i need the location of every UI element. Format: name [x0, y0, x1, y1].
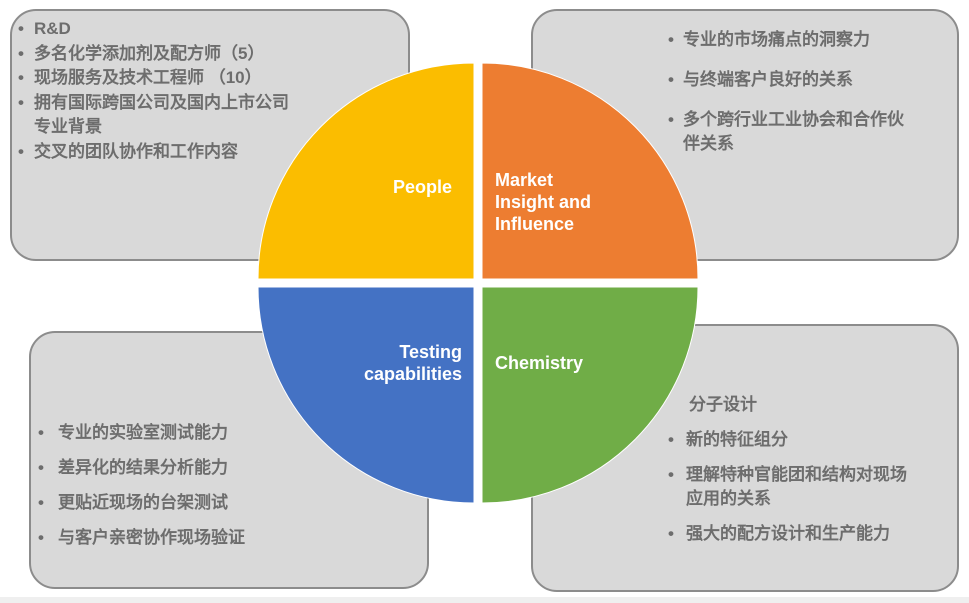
list-item: •强大的配方设计和生产能力 [668, 524, 890, 543]
list-item-continuation: 专业背景 [34, 117, 102, 136]
list-item: •理解特种官能团和结构对现场 [668, 465, 907, 484]
testing-label: Testing capabilities [363, 342, 462, 384]
list-item-continuation: 应用的关系 [686, 489, 771, 508]
list-item: •新的特征组分 [668, 430, 788, 449]
list-item: •差异化的结果分析能力 [38, 458, 228, 477]
people-list: •R&D •多名化学添加剂及配方师（5） •现场服务及技术工程师 （10） •拥… [18, 17, 289, 164]
people-quadrant [257, 62, 475, 280]
chemistry-list: 分子设计 •新的特征组分 •理解特种官能团和结构对现场 应用的关系 •强大的配方… [668, 393, 907, 557]
list-item: •与客户亲密协作现场验证 [38, 528, 245, 547]
chemistry-quadrant [481, 286, 699, 504]
market-quadrant [481, 62, 699, 280]
people-label: People [393, 177, 453, 197]
list-item: •拥有国际跨国公司及国内上市公司 [18, 92, 289, 112]
list-item: •专业的市场痛点的洞察力 [668, 30, 870, 49]
list-item: •多名化学添加剂及配方师（5） [18, 43, 265, 63]
testing-list: •专业的实验室测试能力 •差异化的结果分析能力 •更贴近现场的台架测试 •与客户… [38, 421, 245, 561]
list-item: 分子设计 [689, 395, 757, 414]
list-item: •多个跨行业工业协会和合作伙 [668, 110, 904, 129]
chemistry-label: Chemistry [495, 353, 584, 373]
bottom-strip [0, 597, 969, 603]
testing-quadrant [257, 286, 475, 504]
list-item: •R&D [18, 19, 71, 38]
list-item: •更贴近现场的台架测试 [38, 493, 228, 512]
list-item: •现场服务及技术工程师 （10） [18, 68, 262, 87]
market-label: Market Insight and Influence [495, 170, 591, 234]
list-item: •与终端客户良好的关系 [668, 70, 853, 89]
list-item: •专业的实验室测试能力 [38, 423, 228, 442]
market-list: •专业的市场痛点的洞察力 •与终端客户良好的关系 •多个跨行业工业协会和合作伙 … [668, 28, 904, 172]
list-item: •交叉的团队协作和工作内容 [18, 141, 238, 161]
list-item-continuation: 伴关系 [683, 134, 734, 153]
